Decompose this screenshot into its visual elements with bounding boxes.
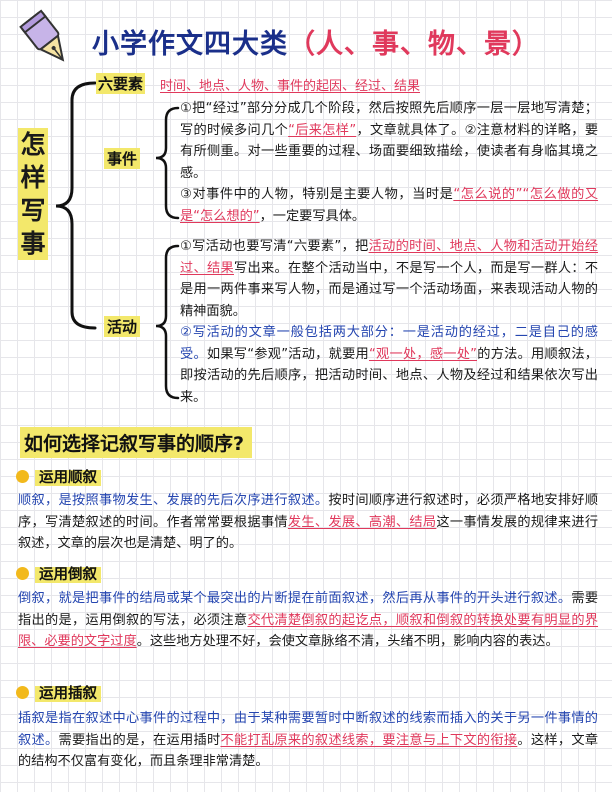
event-paragraph: ①把“经过”部分分成几个阶段，然后按照先后顺序一层一层地写清楚；写的时候多问几个… [180,98,598,227]
bullet-dot-icon [16,567,29,580]
six-elements-label: 六要素 [96,73,146,94]
bullet-dot-icon [16,686,29,699]
order-item-text: 插叙是指在叙述中心事件的过程中，由于某种需要暂时中断叙述的线索而插入的关于另一件… [18,711,599,769]
fountain-pen-icon [19,9,65,62]
six-elements-text: 时间、地点、人物、事件的起因、经过、结果 [160,79,421,94]
page-title: 小学作文四大类（人、事、物、景） [92,29,540,60]
order-item-text: 顺叙，是按照事物发生、发展的先后次序进行叙述。按时间顺序进行叙述时，必须严格地安… [18,493,599,551]
bullet-dot-icon [16,470,29,483]
activity-point-2: ②写活动的文章一般包括两大部分：一是活动的经过，二是自己的感受。如果写“参观”活… [180,325,598,405]
activity-paragraph: ①写活动也要写清“六要素”，把活动的时间、地点、人物和活动开始经过、结果写出来。… [180,236,598,408]
activity-point-1: ①写活动也要写清“六要素”，把活动的时间、地点、人物和活动开始经过、结果写出来。… [180,239,599,319]
order-item-text: 倒叙，就是把事件的结局或某个最突出的片断提在前面叙述，然后再从事件的开头进行叙述… [18,591,599,649]
order-item-label: 运用插叙 [16,682,101,703]
mindmap-brackets [55,81,180,400]
event-label: 事件 [104,148,141,169]
order-section-heading: 如何选择记叙写事的顺序? [20,427,253,458]
event-point-1: ①把“经过”部分分成几个阶段，然后按照先后顺序一层一层地写清楚；写的时候多问几个… [180,101,599,181]
order-item-label: 运用顺叙 [16,466,101,487]
mindmap-root: 怎样写事 [18,128,48,260]
event-point-3: ③对事件中的人物，特别是主要人物，当时是“怎么说的”“怎么做的又是“怎么想的”，… [180,187,599,224]
order-item-label: 运用倒叙 [16,563,101,584]
activity-label: 活动 [104,316,141,337]
